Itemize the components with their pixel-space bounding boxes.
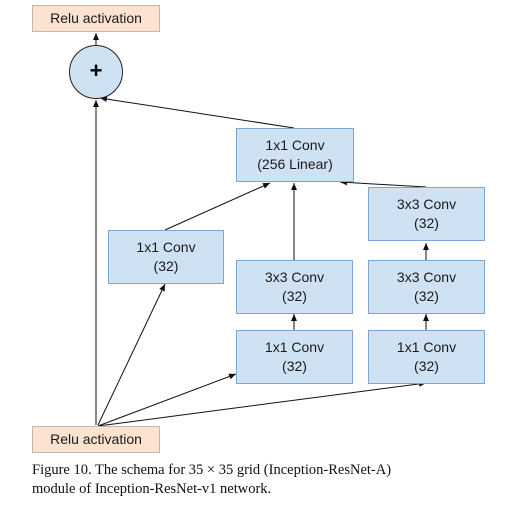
edge-relu-to-b2 — [97, 373, 237, 427]
conv-linear-filters: (256 Linear) — [257, 156, 333, 172]
caption-line-2: module of Inception-ResNet-v1 network. — [32, 481, 272, 497]
relu-input-label: Relu activation — [50, 431, 142, 447]
edge-b1-to-linear — [164, 182, 271, 231]
branch2-conv-1x1: 1x1 Conv (32) — [236, 330, 353, 384]
branch2-conv1-filters: (32) — [282, 358, 307, 374]
branch3-conv3b-filters: (32) — [414, 288, 439, 304]
branch1-conv-type: 1x1 Conv — [136, 239, 196, 255]
branch3-conv-1x1: 1x1 Conv (32) — [368, 330, 485, 384]
relu-activation-input: Relu activation — [32, 426, 160, 453]
branch1-conv-1x1: 1x1 Conv (32) — [108, 230, 224, 284]
branch3-conv-3x3-top: 3x3 Conv (32) — [368, 187, 485, 241]
branch3-conv1-filters: (32) — [414, 358, 439, 374]
branch2-conv-3x3: 3x3 Conv (32) — [236, 260, 353, 314]
relu-output-label: Relu activation — [50, 10, 142, 26]
caption-line-1: Figure 10. The schema for 35 × 35 grid (… — [32, 462, 392, 478]
conv-1x1-linear: 1x1 Conv (256 Linear) — [236, 128, 354, 182]
edge-relu-to-b1 — [97, 283, 166, 426]
edge-relu-to-b3 — [97, 380, 427, 427]
branch3-conv3b-type: 3x3 Conv — [396, 269, 457, 285]
branch2-conv1-type: 1x1 Conv — [264, 339, 325, 355]
branch3-conv3a-filters: (32) — [414, 215, 439, 231]
branch2-conv3-filters: (32) — [282, 288, 307, 304]
branch3-conv3a-type: 3x3 Conv — [396, 196, 457, 212]
edge-b3-to-linear — [339, 179, 427, 188]
edge-linear-to-sum — [99, 96, 295, 129]
branch1-conv-filters: (32) — [153, 258, 179, 274]
relu-activation-output: Relu activation — [32, 5, 160, 32]
figure-caption: Figure 10. The schema for 35 × 35 grid (… — [32, 461, 498, 499]
branch2-conv3-type: 3x3 Conv — [264, 269, 325, 285]
plus-icon: + — [89, 58, 103, 83]
sum-node: + — [69, 45, 123, 99]
branch3-conv1-type: 1x1 Conv — [396, 339, 457, 355]
conv-linear-type: 1x1 Conv — [265, 137, 325, 153]
branch3-conv-3x3-mid: 3x3 Conv (32) — [368, 260, 485, 314]
